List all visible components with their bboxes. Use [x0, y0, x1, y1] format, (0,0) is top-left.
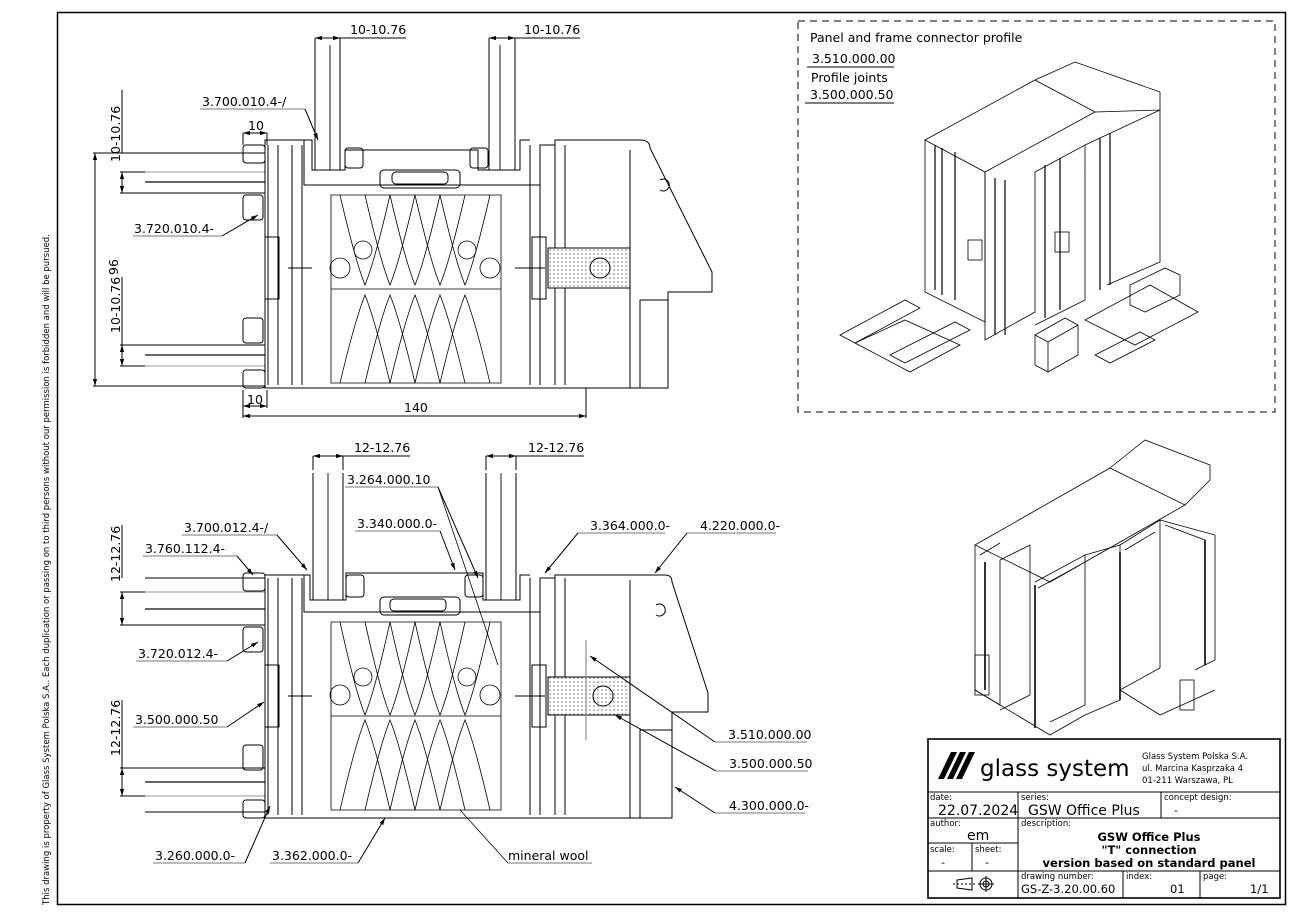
drawing-number-value: GS-Z-3.20.00.60: [1021, 882, 1115, 896]
title-block: glass system Glass System Polska S.A. ul…: [927, 738, 1281, 899]
top-section-dimensions: 10-10.76 10-10.76 96 10-10.76 10-10.76 1…: [92, 22, 587, 419]
detail-code-joints: 3.500.000.50: [810, 87, 894, 102]
dim-seal-top: 10: [248, 118, 264, 133]
dim-side-bottom: 10-10.76: [108, 277, 123, 333]
sheet-label: sheet:: [975, 845, 1001, 855]
series-value: GSW Office Plus: [1028, 803, 1140, 819]
page-value: 1/1: [1250, 882, 1269, 896]
dim-side-bottom-bottom-section: 12-12.76: [108, 700, 123, 756]
sheet-value: -: [985, 856, 989, 869]
description-line-1: GSW Office Plus: [1097, 830, 1200, 844]
dim-side-top: 10-10.76: [108, 106, 123, 162]
bottom-section-dimensions: 12-12.76 12-12.76 12-12.76 12-12.76 3.26…: [108, 440, 813, 864]
label-4-220-000-0: 4.220.000.0-: [700, 518, 780, 533]
isometric-exploded-view: [839, 61, 1199, 373]
bottom-section-drawing: [145, 473, 709, 819]
label-3-760-112-4: 3.760.112.4-: [145, 541, 225, 556]
label-3-364-000-0: 3.364.000.0-: [590, 518, 670, 533]
author-label: author:: [930, 819, 961, 829]
label-4-300-000-0: 4.300.000.0-: [729, 798, 809, 813]
detail-title-connector: Panel and frame connector profile: [810, 30, 1023, 45]
series-label: series:: [1021, 793, 1049, 803]
dim-glass-right-top: 10-10.76: [524, 22, 580, 37]
page-label: page:: [1203, 872, 1227, 882]
label-gasket-top: 3.700.010.4-/: [202, 94, 287, 109]
label-3-700-012-4: 3.700.012.4-/: [184, 520, 269, 535]
concept-design-label: concept design:: [1164, 793, 1232, 803]
glass-system-logo-icon: [938, 752, 975, 779]
concept-design-value: -: [1174, 804, 1178, 817]
author-value: em: [967, 828, 989, 844]
label-3-500-000-50-right: 3.500.000.50: [729, 756, 813, 771]
description-line-2: "T" connection: [1101, 843, 1196, 857]
label-3-340-000-0: 3.340.000.0-: [357, 516, 437, 531]
dim-side-top-bottom-section: 12-12.76: [108, 526, 123, 582]
label-3-260-000-0: 3.260.000.0-: [155, 848, 235, 863]
label-3-500-000-50-left: 3.500.000.50: [135, 712, 219, 727]
label-3-720-012-4: 3.720.012.4-: [138, 646, 218, 661]
label-3-264-000-10: 3.264.000.10: [347, 472, 431, 487]
dim-width-total: 140: [404, 400, 428, 415]
top-section-drawing: [145, 45, 713, 389]
drawing-number-label: drawing number:: [1021, 872, 1094, 882]
label-3-362-000-0: 3.362.000.0-: [272, 848, 352, 863]
brand-name: glass system: [980, 756, 1130, 782]
detail-box: Panel and frame connector profile 3.510.…: [797, 20, 1276, 413]
company-street: ul. Marcina Kasprzaka 4: [1142, 764, 1243, 774]
index-value: 01: [1170, 882, 1185, 896]
scale-value: -: [941, 856, 945, 869]
index-label: index:: [1126, 872, 1152, 882]
detail-title-joints: Profile joints: [811, 70, 888, 85]
isometric-assembled-view: [974, 439, 1216, 736]
first-angle-projection-icon: [953, 876, 994, 892]
disclaimer-text: This drawing is property of Glass System…: [42, 234, 52, 906]
detail-code-connector: 3.510.000.00: [812, 51, 896, 66]
company-city: 01-211 Warszawa, PL: [1142, 776, 1233, 786]
date-value: 22.07.2024: [938, 803, 1018, 819]
label-3-510-000-00: 3.510.000.00: [728, 727, 812, 742]
company-name: Glass System Polska S.A.: [1142, 752, 1248, 762]
scale-label: scale:: [930, 845, 955, 855]
dim-height-total: 96: [106, 259, 121, 275]
dim-glass-right-bottom: 12-12.76: [528, 440, 584, 455]
dim-glass-left-top: 10-10.76: [350, 22, 406, 37]
label-gasket-side: 3.720.010.4-: [134, 221, 214, 236]
label-mineral-wool: mineral wool: [508, 848, 589, 863]
dim-glass-left-bottom: 12-12.76: [354, 440, 410, 455]
dim-seal-bottom: 10: [247, 392, 263, 407]
drawing-frame: [56, 11, 1287, 906]
description-line-3: version based on standard panel: [1043, 856, 1256, 870]
date-label: date:: [930, 793, 952, 803]
description-label: description:: [1021, 819, 1071, 829]
